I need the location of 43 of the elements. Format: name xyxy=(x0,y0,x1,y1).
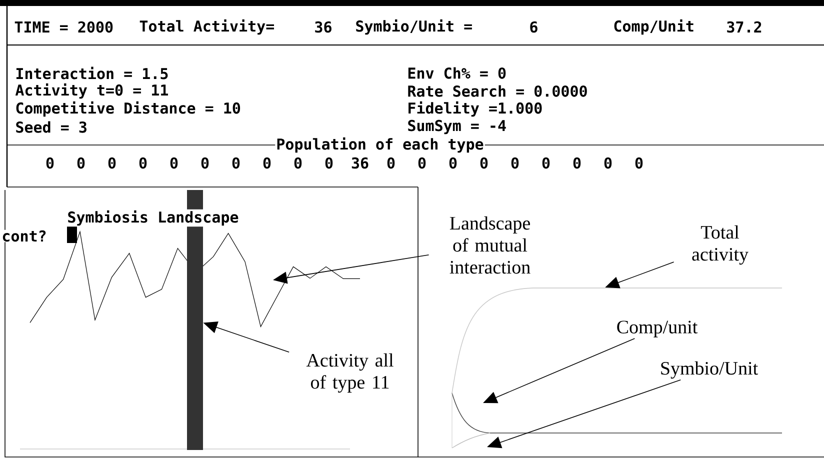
annotation-label: Activity all of type 11 xyxy=(306,353,394,393)
annotation-label: Comp/unit xyxy=(617,320,698,338)
parameter-text: Competitive Distance = 10 xyxy=(16,101,240,117)
population-count: 0 xyxy=(542,157,550,169)
population-count: 0 xyxy=(139,157,147,169)
status-text: 6 xyxy=(530,21,538,33)
population-count: 0 xyxy=(449,157,457,169)
population-count: 0 xyxy=(170,157,178,169)
population-count: 0 xyxy=(263,157,271,169)
population-count: 0 xyxy=(387,157,395,169)
population-count: 0 xyxy=(604,157,612,169)
population-count: 0 xyxy=(108,157,116,169)
population-count: 0 xyxy=(325,157,333,169)
population-count: 0 xyxy=(635,157,643,169)
parameter-text: Activity t=0 = 11 xyxy=(15,83,168,99)
population-count: 0 xyxy=(294,157,302,169)
population-count: 0 xyxy=(201,157,209,169)
population-count: 0 xyxy=(480,157,488,169)
population-count: 36 xyxy=(352,157,368,169)
population-count: 0 xyxy=(77,157,85,169)
parameter-text: Seed = 3 xyxy=(16,121,86,133)
status-text: TIME = 2000 xyxy=(14,21,113,33)
parameter-text: Fidelity =1.000 xyxy=(408,101,542,117)
annotation-label: Symbio/Unit xyxy=(661,361,758,379)
parameter-text: Env Ch% = 0 xyxy=(408,67,506,79)
population-count: 0 xyxy=(232,157,240,169)
prompt-text: cont? xyxy=(1,230,48,242)
population-count: 0 xyxy=(418,157,426,169)
population-count: 0 xyxy=(511,157,519,169)
status-text: 36 xyxy=(315,21,332,33)
status-text: Total Activity= xyxy=(140,19,274,35)
parameter-text: SumSym = -4 xyxy=(408,120,506,134)
status-text: 37.2 xyxy=(727,21,762,33)
section-title: Population of each type xyxy=(275,136,485,154)
chart-title: Symbiosis Landscape xyxy=(66,209,240,227)
annotation-label: Landscape of mutual interaction xyxy=(450,216,530,274)
population-count: 0 xyxy=(46,157,54,169)
parameter-text: Interaction = 1.5 xyxy=(16,66,168,80)
parameter-text: Rate Search = 0.0000 xyxy=(408,85,587,97)
annotation-label: Total activity xyxy=(692,225,748,265)
status-text: Comp/Unit xyxy=(614,19,694,35)
population-count: 0 xyxy=(573,157,581,169)
status-text: Symbio/Unit = xyxy=(356,19,472,35)
